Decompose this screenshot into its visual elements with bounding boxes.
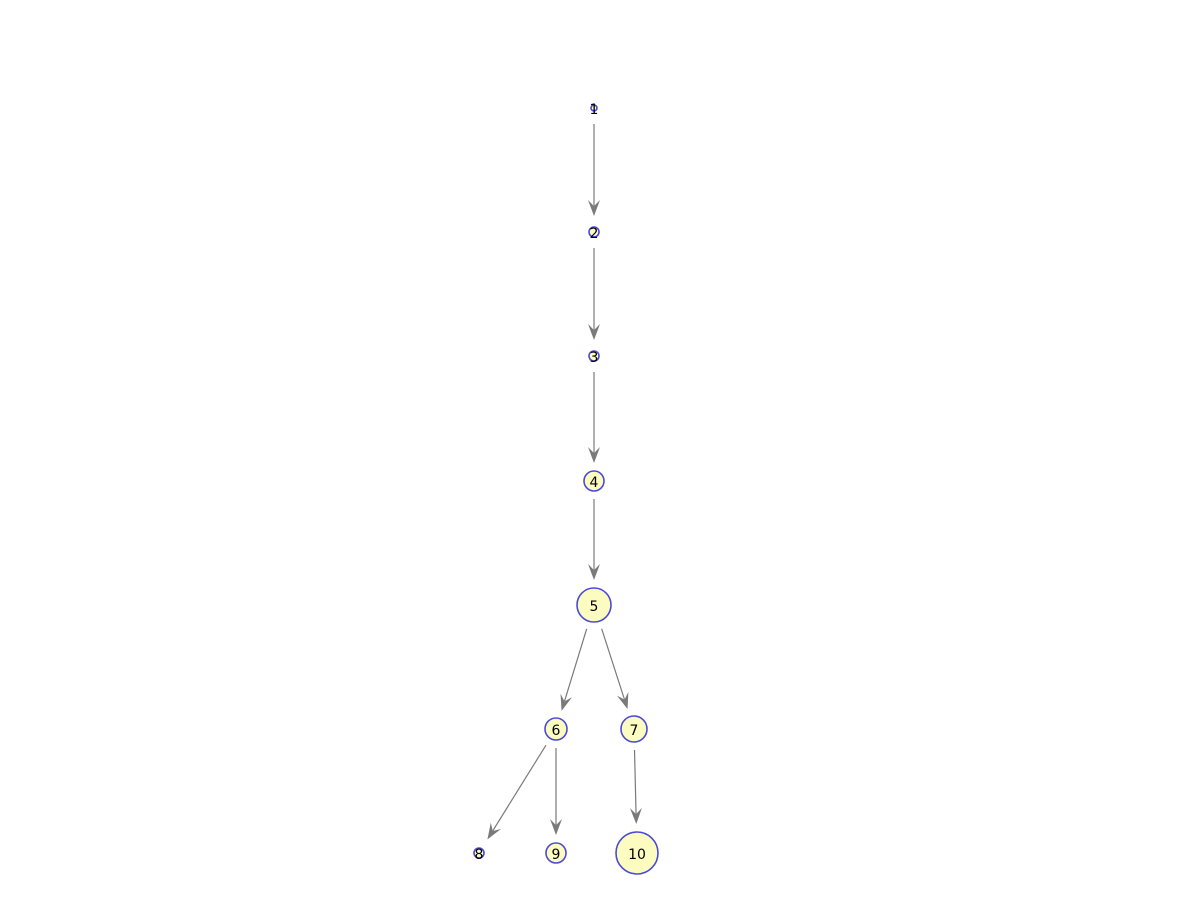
arrowhead (629, 807, 642, 825)
edge-2-3 (588, 248, 600, 340)
node-7: 7 (620, 715, 648, 743)
node-label: 7 (630, 723, 639, 739)
edges-layer (487, 124, 642, 840)
edge-line (633, 749, 637, 815)
edge-6-9 (550, 748, 562, 835)
node-label: 4 (590, 475, 599, 491)
edge-6-8 (487, 744, 547, 840)
arrowhead (588, 200, 600, 216)
arrowhead (588, 324, 600, 340)
arrowhead (588, 447, 600, 463)
node-label: 9 (552, 847, 561, 863)
node-circle (588, 226, 600, 238)
node-label: 10 (628, 847, 646, 863)
edge-7-10 (629, 749, 642, 825)
node-5: 5 (576, 587, 612, 623)
node-label: 8 (475, 847, 484, 863)
node-10: 10 (615, 831, 659, 875)
node-label: 1 (590, 102, 599, 118)
node-1: 1 (590, 102, 599, 118)
edge-line (563, 628, 588, 702)
edge-5-7 (601, 628, 629, 710)
node-circle (545, 842, 567, 864)
edge-line (492, 744, 547, 832)
arrowhead (588, 564, 600, 580)
node-circle (583, 470, 605, 492)
node-3: 3 (588, 350, 600, 366)
node-circle (590, 104, 598, 112)
node-circle (620, 715, 648, 743)
node-2: 2 (588, 226, 600, 242)
node-circle (615, 831, 659, 875)
arrowhead (560, 693, 572, 711)
node-4: 4 (583, 470, 605, 492)
node-9: 9 (545, 842, 567, 864)
node-circle (544, 717, 568, 741)
node-6: 6 (544, 717, 568, 741)
node-circle (588, 350, 600, 362)
node-label: 3 (590, 350, 599, 366)
node-label: 2 (590, 226, 599, 242)
edge-5-6 (560, 628, 588, 711)
node-8: 8 (473, 847, 485, 863)
edge-3-4 (588, 372, 600, 463)
node-label: 5 (590, 599, 599, 615)
node-circle (576, 587, 612, 623)
arrowhead (550, 819, 562, 835)
arrowhead (616, 691, 629, 710)
edge-4-5 (588, 499, 600, 580)
node-label: 6 (552, 723, 561, 739)
node-circle (473, 847, 485, 859)
edge-line (601, 628, 626, 700)
nodes-layer: 1 2 3 4 5 6 7 8 9 10 (473, 102, 659, 875)
arrowhead (487, 822, 501, 840)
edge-1-2 (588, 124, 600, 216)
